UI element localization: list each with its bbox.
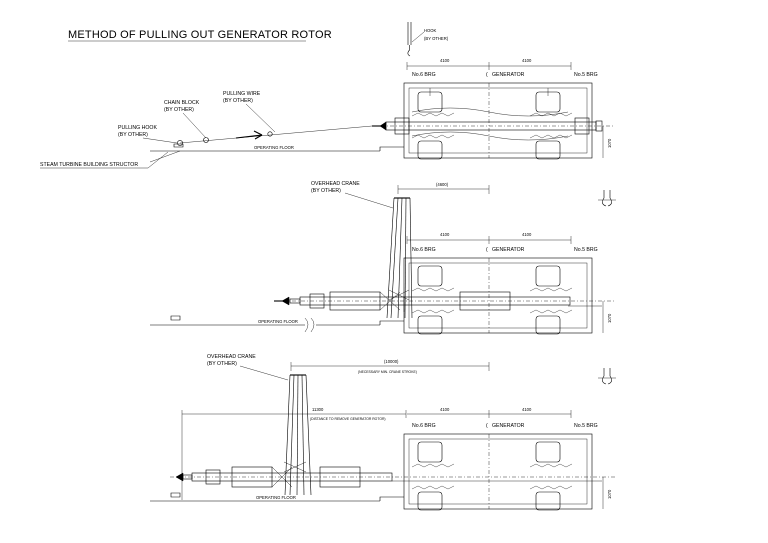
generator-stator-2 — [403, 257, 593, 335]
label-pulling-hook-by: (BY OTHER) — [118, 132, 148, 138]
label-operating-floor-1: OPERATING FLOOR — [254, 145, 294, 150]
label-no5-brg: No.5 BRG — [574, 72, 598, 78]
panel-3-crane-removal: OVERHEAD CRANE (BY OTHER) (10000) (NECES… — [150, 354, 615, 511]
label-operating-floor-3: OPERATING FLOOR — [256, 495, 296, 500]
dim-11300-note: (DISTANCE TO REMOVE GENERATOR ROTOR) — [310, 417, 386, 421]
label-overhead-crane-3-by: (BY OTHER) — [207, 361, 237, 367]
dim-1070: 1070 — [607, 138, 612, 148]
pulling-wire — [179, 125, 373, 144]
dim-4100-left-3: 4100 — [440, 407, 450, 412]
dim-10000-note: (NECESSARY MIN. CRANE STROKE) — [358, 370, 417, 374]
label-pulling-wire: PULLING WIRE — [223, 91, 261, 97]
dim-4100-left: 4100 — [440, 58, 450, 63]
chain-block-icon — [203, 137, 209, 143]
hook-by-other: (BY OTHER) — [424, 36, 449, 41]
anchor-3 — [170, 492, 181, 498]
label-operating-floor-2: OPERATING FLOOR — [258, 319, 298, 324]
crane-slings-3 — [283, 374, 312, 496]
label-pulling-hook: PULLING HOOK — [118, 125, 157, 131]
pull-direction-arrow — [235, 134, 263, 139]
label-overhead-crane-2: OVERHEAD CRANE — [311, 181, 360, 187]
dim-1070-2: 1070 — [607, 313, 612, 323]
dim-4600: (4600) — [436, 182, 449, 187]
dim-4100-left-2: 4100 — [440, 232, 450, 237]
label-building-structure: STEAM TURBINE BUILDING STRUCTOR — [40, 162, 138, 168]
hook-leader — [411, 31, 425, 43]
label-chain-block: CHAIN BLOCK — [164, 100, 200, 106]
panel-2-crane-lift: OVERHEAD CRANE (BY OTHER) (4600) 4100 41… — [150, 181, 616, 385]
label-generator-3: GENERATOR — [492, 423, 525, 429]
dim-11300: 11300 — [312, 407, 324, 412]
svg-text:(: ( — [486, 247, 488, 253]
crane-hook-icon-2 — [602, 368, 612, 385]
dim-4100-right-2: 4100 — [522, 232, 532, 237]
generator-stator — [403, 82, 593, 160]
label-no6-brg-3: No.6 BRG — [412, 423, 436, 429]
label-chain-block-by: (BY OTHER) — [164, 107, 194, 113]
svg-text:(: ( — [486, 423, 488, 429]
label-generator-2: GENERATOR — [492, 247, 525, 253]
wire-shackle-icon — [267, 131, 273, 137]
anchor-2 — [170, 315, 181, 321]
hook-label: HOOK — [424, 28, 437, 33]
dim-1070-3: 1070 — [607, 489, 612, 499]
label-overhead-crane-3: OVERHEAD CRANE — [207, 354, 256, 360]
dim-4100-right-3: 4100 — [522, 407, 532, 412]
pulling-hook-anchor — [173, 143, 184, 148]
dim-10000: (10000) — [384, 359, 399, 364]
panel-1-pulling-wire: HOOK (BY OTHER) 4100 4100 No.6 BRG GENER… — [40, 22, 616, 207]
label-no6-brg: No.6 BRG — [412, 72, 436, 78]
generator-rotor — [372, 117, 603, 135]
label-no5-brg-2: No.5 BRG — [574, 247, 598, 253]
hook-icon — [407, 22, 412, 57]
dim-4100-right: 4100 — [522, 58, 532, 63]
label-pulling-wire-by: (BY OTHER) — [223, 98, 253, 104]
drawing-title: METHOD OF PULLING OUT GENERATOR ROTOR — [68, 29, 332, 41]
label-generator: GENERATOR — [492, 72, 525, 78]
svg-text:(: ( — [486, 72, 488, 78]
label-no6-brg-2: No.6 BRG — [412, 247, 436, 253]
generator-stator-3 — [403, 433, 593, 511]
pulling-hook-icon — [177, 140, 183, 146]
label-overhead-crane-2-by: (BY OTHER) — [311, 188, 341, 194]
label-no5-brg-3: No.5 BRG — [574, 423, 598, 429]
crane-hook-icon-1 — [602, 190, 612, 207]
